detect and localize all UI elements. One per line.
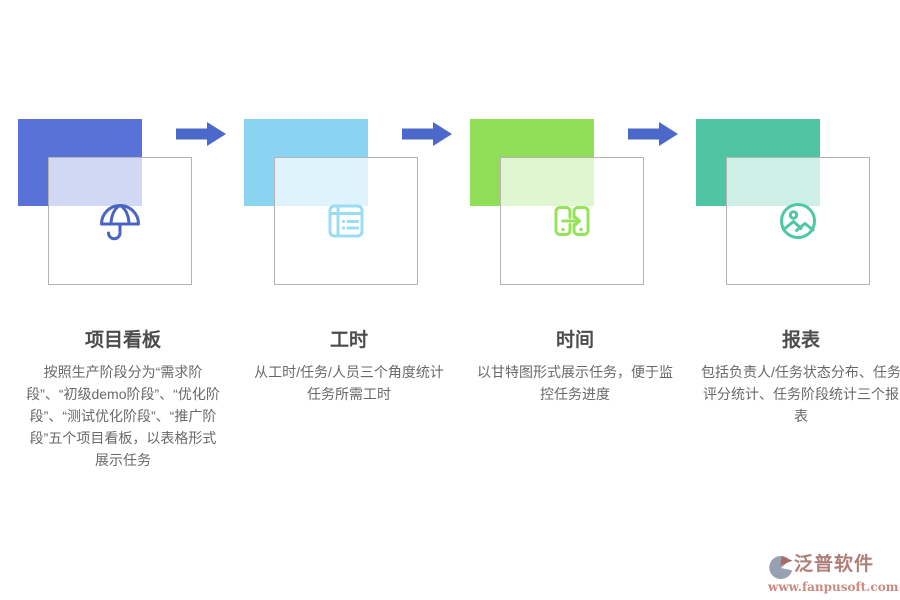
feature-column-time: 时间 以甘特图形式展示任务，便于监控任务进度 [462, 0, 688, 600]
vendor-watermark: 泛普软件 www.fanpusoft.com [768, 553, 898, 594]
feature-description: 从工时/任务/人员三个角度统计任务所需工时 [254, 364, 444, 402]
feature-description: 以甘特图形式展示任务，便于监控任务进度 [477, 364, 673, 402]
vendor-url: www.fanpusoft.com [768, 580, 899, 594]
feature-column-report: 报表 包括负责人/任务状态分布、任务评分统计、任务阶段统计三个报表 [688, 0, 900, 600]
feature-title: 报表 [781, 330, 820, 351]
umbrella-icon [96, 197, 144, 245]
feature-caption: 时间 以甘特图形式展示任务，便于监控任务进度 [462, 330, 688, 405]
feature-caption: 报表 包括负责人/任务状态分布、任务评分统计、任务阶段统计三个报表 [688, 330, 900, 427]
feature-description: 包括负责人/任务状态分布、任务评分统计、任务阶段统计三个报表 [701, 364, 900, 424]
feature-title: 项目看板 [84, 330, 161, 351]
phone-transfer-icon [548, 197, 596, 245]
feature-card [726, 157, 870, 285]
feature-card [48, 157, 192, 285]
vendor-name: 泛普软件 [794, 554, 875, 575]
feature-card [500, 157, 644, 285]
flow-arrow-icon [176, 122, 226, 146]
feature-column-worktime: 工时 从工时/任务/人员三个角度统计任务所需工时 [236, 0, 462, 600]
feature-column-kanban: 项目看板 按照生产阶段分为“需求阶段”、“初级demo阶段”、“优化阶段”、“测… [10, 0, 236, 600]
feature-caption: 工时 从工时/任务/人员三个角度统计任务所需工时 [236, 330, 462, 405]
flow-arrow-icon [402, 122, 452, 146]
feature-card [274, 157, 418, 285]
feature-caption: 项目看板 按照生产阶段分为“需求阶段”、“初级demo阶段”、“优化阶段”、“测… [10, 330, 236, 471]
feature-title: 时间 [555, 330, 594, 351]
feature-title: 工时 [329, 330, 368, 351]
schedule-table-icon [322, 197, 370, 245]
fanpu-logo-icon [768, 555, 794, 583]
feature-description: 按照生产阶段分为“需求阶段”、“初级demo阶段”、“优化阶段”、“测试优化阶段… [26, 364, 220, 468]
flow-arrow-icon [628, 122, 678, 146]
image-icon [774, 197, 822, 245]
